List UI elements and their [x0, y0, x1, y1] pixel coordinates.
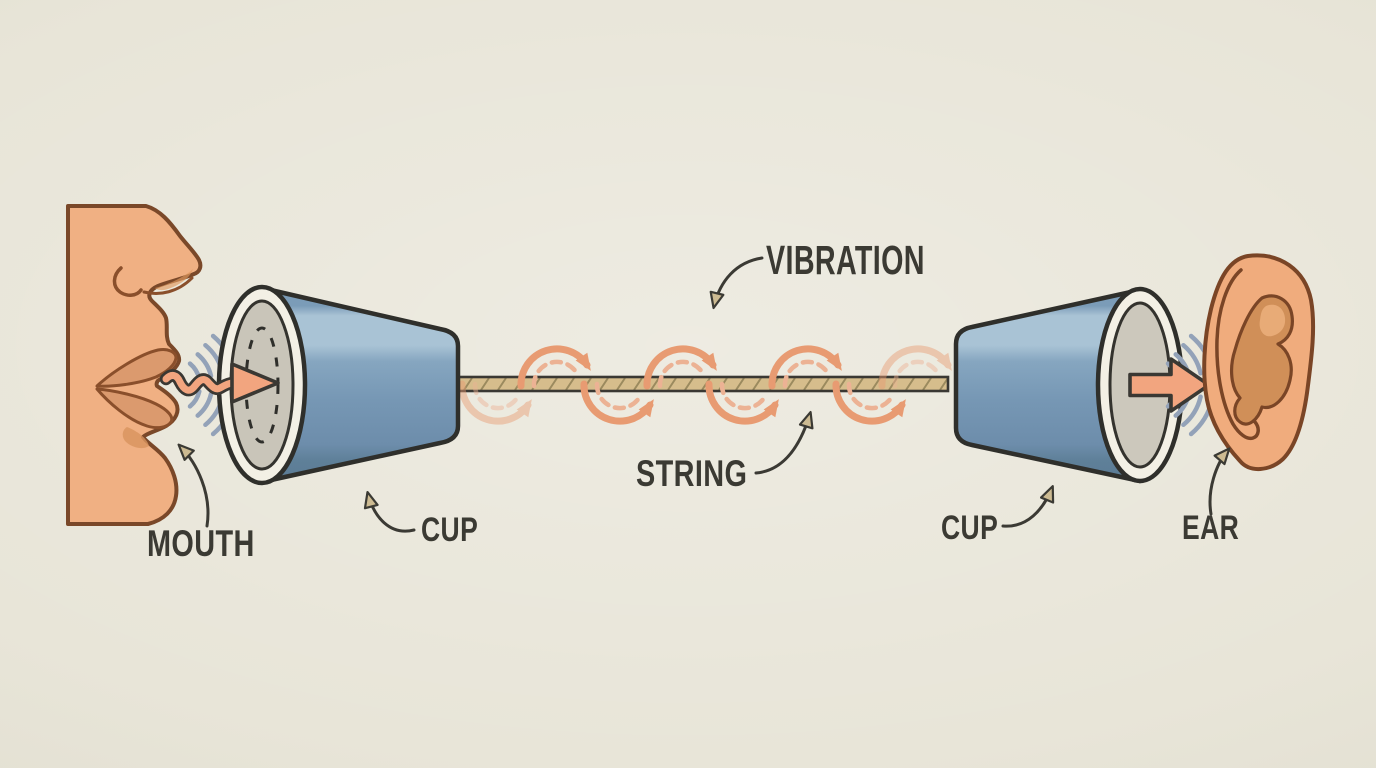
label-vibration: VIBRATION [766, 237, 925, 283]
ear-sound-arrow [1128, 357, 1211, 413]
cup-right-pointer-arrow [1001, 485, 1055, 528]
upper-lip [95, 348, 178, 388]
ear-helix-line [1215, 268, 1260, 441]
face-illustration [66, 204, 203, 526]
label-string: STRING [636, 453, 748, 494]
cup-left-pointer-arrow [363, 490, 416, 533]
label-ear: EAR [1182, 509, 1240, 547]
label-mouth: MOUTH [147, 523, 255, 564]
ear-illustration [1202, 253, 1316, 471]
under-lip-shadow [122, 427, 149, 449]
label-cup-right: CUP [941, 509, 999, 547]
nostril [112, 266, 143, 297]
ear-inner-highlight [1259, 304, 1286, 337]
label-pointer-arrows [177, 256, 1231, 533]
nose-shadow [155, 269, 193, 291]
string-pointer-arrow [754, 410, 814, 475]
ear-pointer-arrow [1208, 447, 1231, 516]
mouth-sound-arrow [159, 362, 280, 404]
nose-crease [142, 276, 194, 295]
vibration-arcs [458, 345, 952, 425]
string-illustration [454, 375, 950, 393]
lower-lip [95, 387, 174, 430]
vibration-pointer-arrow [709, 256, 764, 310]
label-cup-left: CUP [421, 511, 479, 549]
mouth-pointer-arrow [177, 443, 210, 528]
